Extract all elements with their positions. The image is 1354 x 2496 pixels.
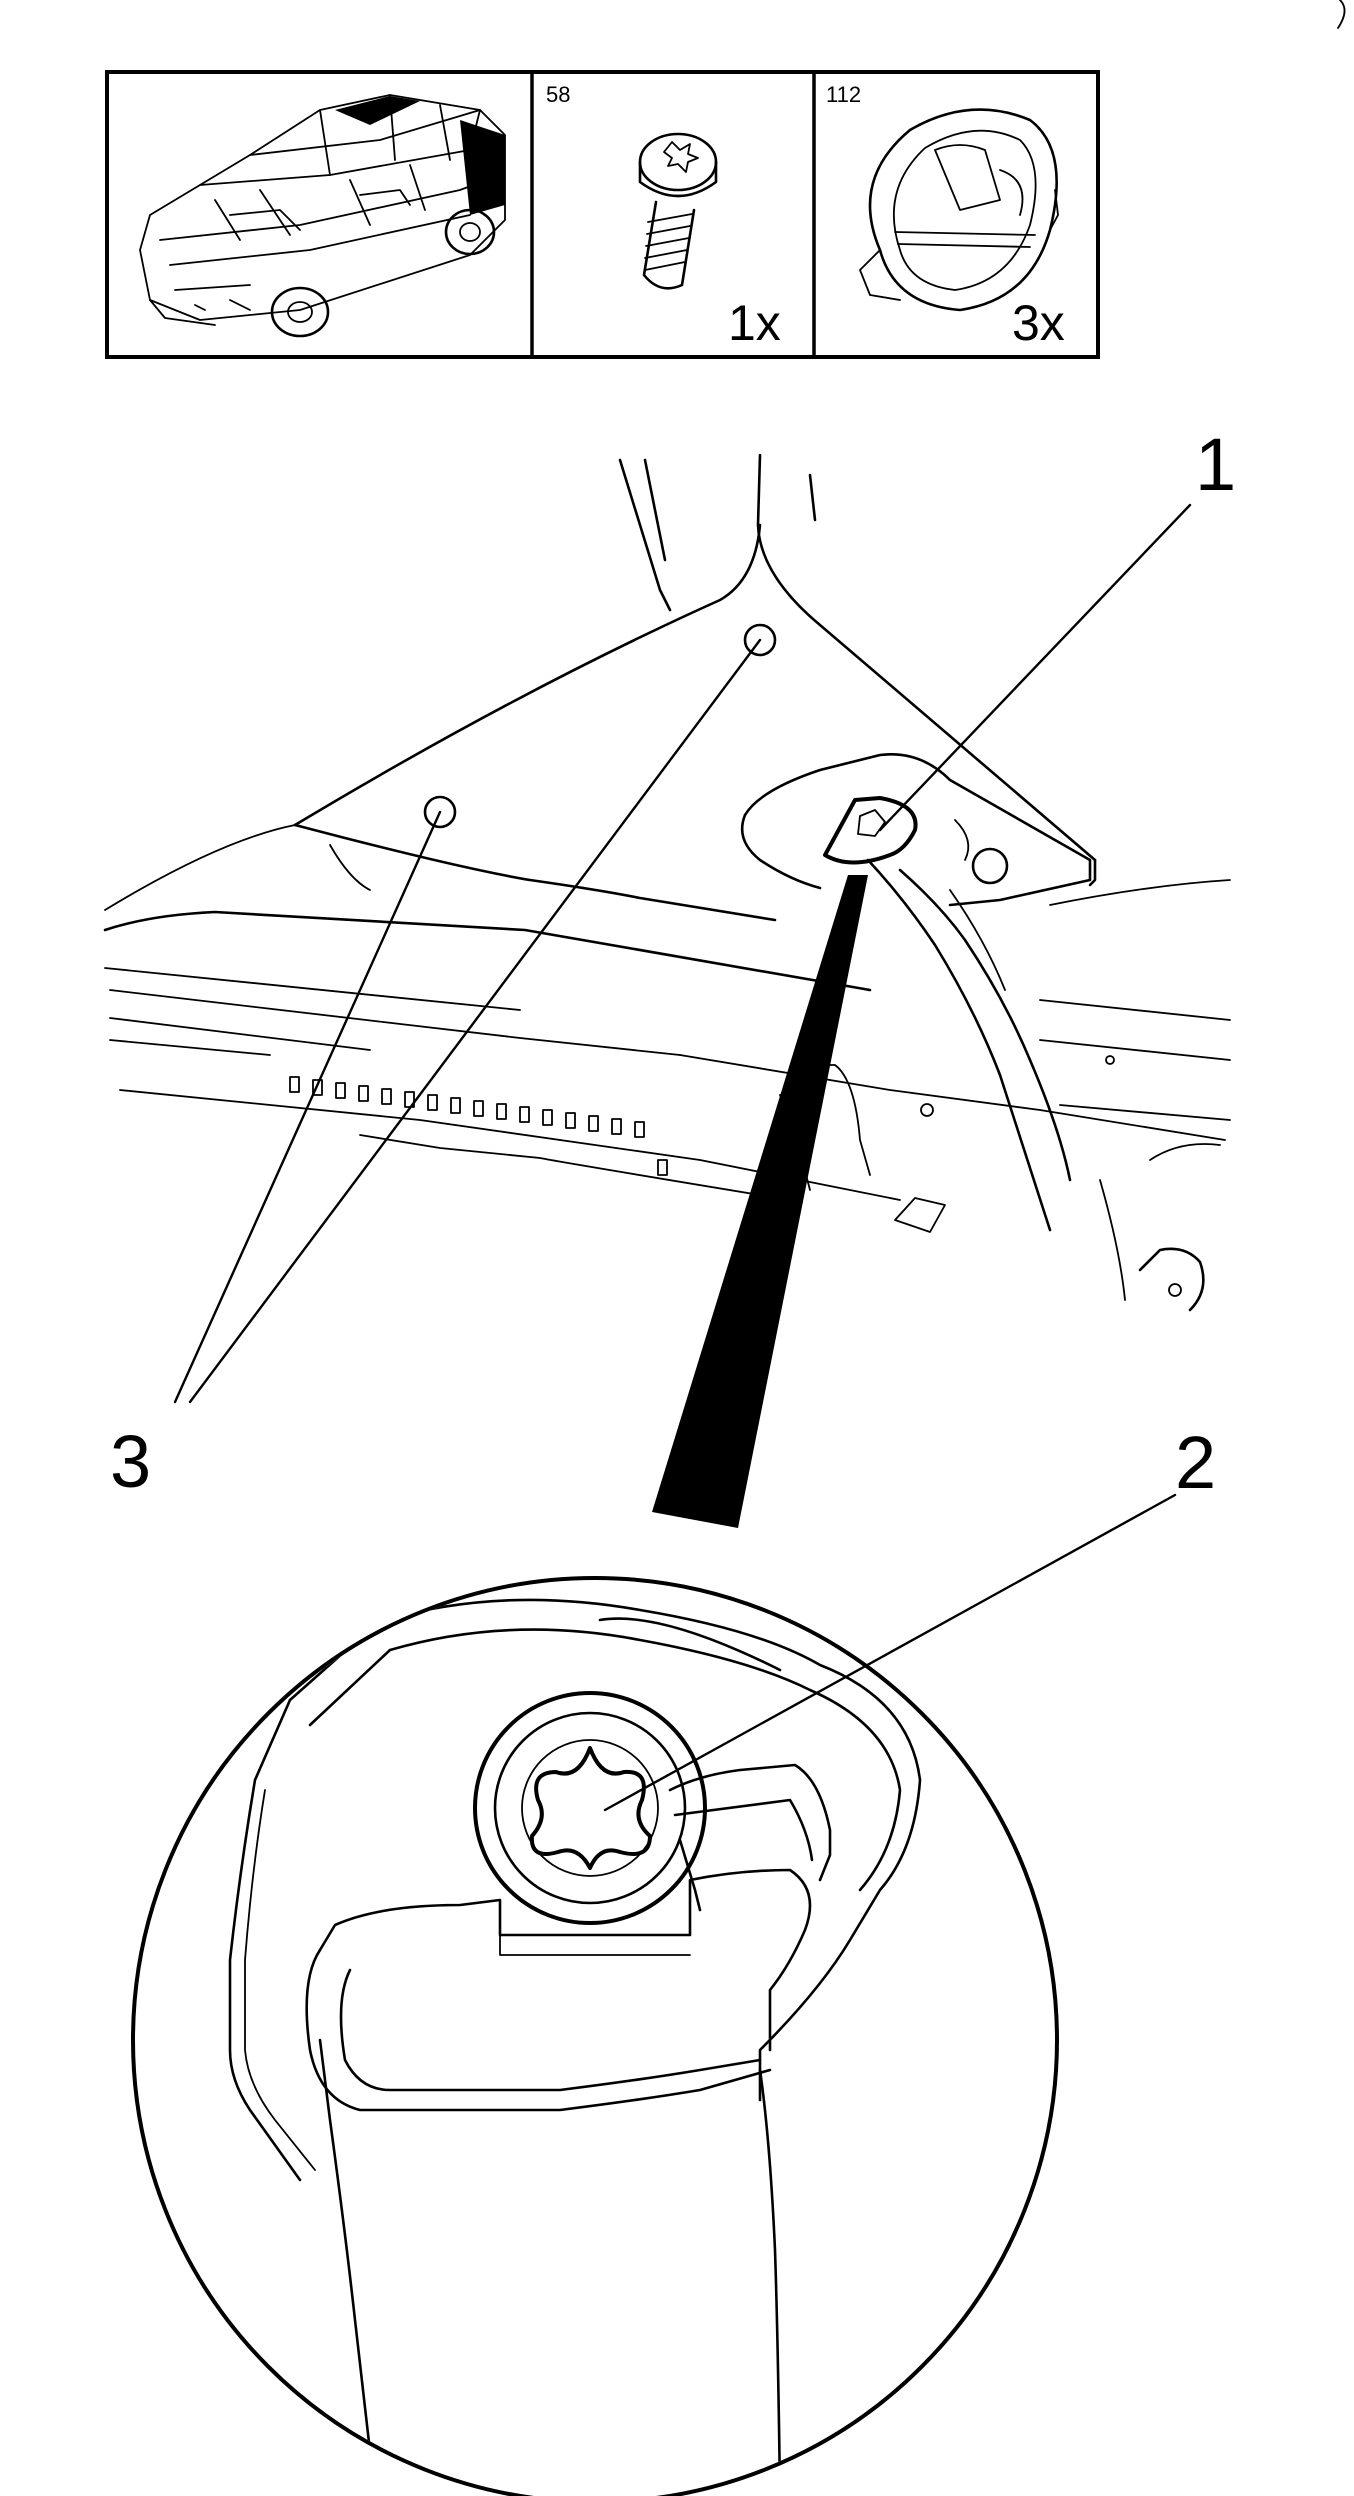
corner-mark [1337, 0, 1346, 29]
screw-quantity: 1x [728, 295, 781, 351]
clip-quantity: 3x [1012, 295, 1065, 351]
parts-panel: 58 1x 112 3x [105, 70, 1100, 359]
torx-screw-icon: 58 1x [546, 82, 781, 351]
trim-clip-icon: 112 3x [826, 82, 1065, 351]
detail-view [131, 875, 1177, 2496]
callout-3-label: 3 [110, 1420, 151, 1503]
callout-1-label: 1 [1195, 423, 1236, 506]
detail-magnifier-circle [131, 1576, 1059, 2496]
clip-part-ref: 112 [826, 82, 861, 107]
main-view: 1 3 2 [103, 423, 1236, 1504]
callout-2-label: 2 [1175, 1421, 1216, 1504]
slot-row [289, 1076, 668, 1176]
screw-part-ref: 58 [546, 82, 570, 107]
vehicle-body-icon [139, 94, 506, 338]
